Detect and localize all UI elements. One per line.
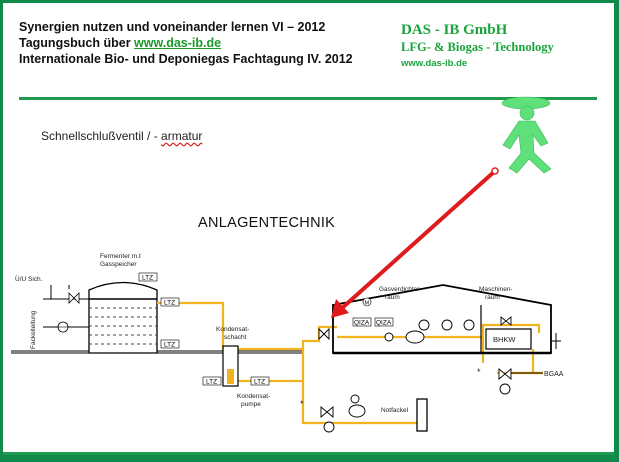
tag-fermenter-top: LTZ [142,275,153,282]
header-text: Synergien nutzen und voneinander lernen … [19,19,353,67]
tag-fermenter-r1: LTZ [164,300,175,307]
label-kondensatschacht-2: schacht [224,334,247,341]
label-maschinen-2: raum [485,294,500,301]
walking-man-icon [501,96,552,174]
label-bgaa: BGAA [544,371,564,378]
left-valve-icon [57,292,80,333]
slide-subtitle: Schnellschlußventil / - armatur [41,129,202,143]
brand-block: DAS - IB GmbH LFG- & Biogas - Technology… [401,21,554,72]
plant-diagram: LTZ LTZ LTZ LTZ LTZ QIZA QIZA M Ü/U Sich… [11,96,564,433]
footer-divider [3,452,614,455]
label-kondensatpumpe-1: Kondensat- [237,393,270,400]
diagram-heading: ANLAGENTECHNIK [198,215,336,231]
label-star-1: * [300,399,304,409]
header-line-1: Synergien nutzen und voneinander lernen … [19,20,326,34]
instrument-tags: LTZ LTZ LTZ LTZ LTZ QIZA QIZA M [138,272,394,386]
gas-pipes [157,301,543,425]
header-line-2-prefix: Tagungsbuch über [19,36,135,50]
subtitle-word: armatur [161,129,203,143]
bhkw-unit [485,328,532,350]
tag-motor: M [365,301,370,307]
slide: Synergien nutzen und voneinander lernen … [3,3,614,455]
label-gasspeicher: Gasspeicher [100,261,137,268]
header-link[interactable]: www.das-ib.de [134,36,222,50]
label-gasverdichter-2: raum [385,294,400,301]
subtitle-main: Schnellschlußventil / - [41,129,162,143]
label-maschinen-1: Maschinen- [479,286,513,293]
red-pointer-arrow [331,167,499,318]
label-notfackel: Notfackel [381,407,409,414]
vent-icon [551,333,561,349]
condensate-shaft [222,345,239,387]
compressor-icons [318,316,512,344]
header-divider [19,97,597,100]
brand-tagline: LFG- & Biogas - Technology [401,40,554,54]
tag-cond-left: LTZ [206,379,217,386]
label-kondensatschacht-1: Kondensat- [216,326,249,333]
tag-cond-right: LTZ [254,379,265,386]
bgaa-valve [498,368,543,395]
label-kondensatpumpe-2: pumpe [241,401,261,408]
brand-url[interactable]: www.das-ib.de [401,58,468,69]
header-line-2: Tagungsbuch über www.das-ib.de [19,35,353,51]
fackel-lines [43,285,89,328]
brand-name: DAS - IB GmbH [401,22,508,38]
label-fackelleitung: Fackelleitung [30,310,37,349]
label-fermenter: Fermenter m.t [100,253,141,260]
header-line-3: Internationale Bio- und Deponiegas Facht… [19,52,353,66]
diagram-labels: Ü/U Sich. Fermenter m.t Gasspeicher Kond… [15,253,564,414]
label-star-2: * [477,367,481,377]
fermenter-tank [88,281,158,354]
label-uu-sich: Ü/U Sich. [15,275,43,283]
notfackel-assembly [320,394,428,433]
label-gasverdichter-1: Gasverdichter [379,286,420,293]
tag-fermenter-r2: LTZ [164,342,175,349]
tag-gas-b: QIZA [376,320,392,327]
label-bhkw: BHKW [493,335,516,344]
tag-gas-a: QIZA [354,320,370,327]
